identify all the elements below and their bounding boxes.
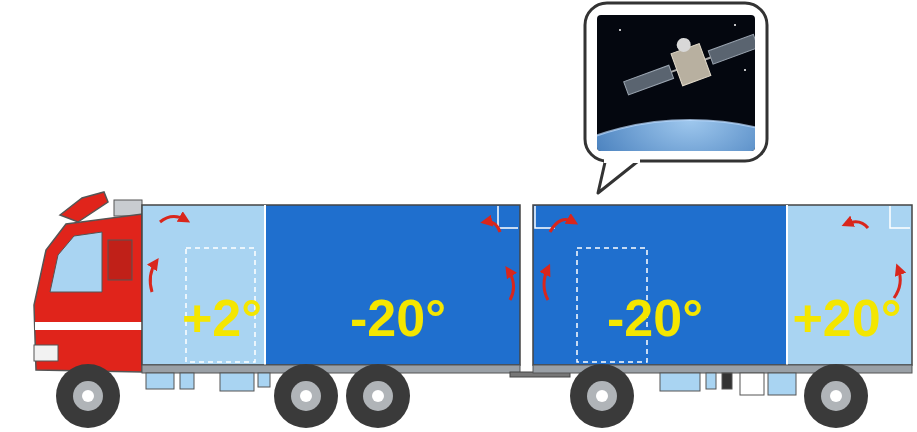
temperature-compartment: -20° — [265, 205, 520, 365]
temperature-label: -20° — [350, 292, 446, 344]
wheels — [56, 364, 868, 428]
chassis — [142, 365, 912, 395]
truck-body — [142, 205, 520, 365]
temperature-compartment: -20° — [533, 205, 787, 365]
temperature-label: +20° — [792, 292, 901, 344]
trailer-body — [533, 205, 912, 365]
truck-cab — [34, 192, 142, 372]
temperature-compartment: +20° — [787, 205, 912, 365]
temperature-label: +2° — [182, 292, 262, 344]
temperature-label: -20° — [607, 292, 703, 344]
airflow-arrows — [150, 216, 900, 300]
temperature-compartment: +2° — [142, 205, 265, 365]
